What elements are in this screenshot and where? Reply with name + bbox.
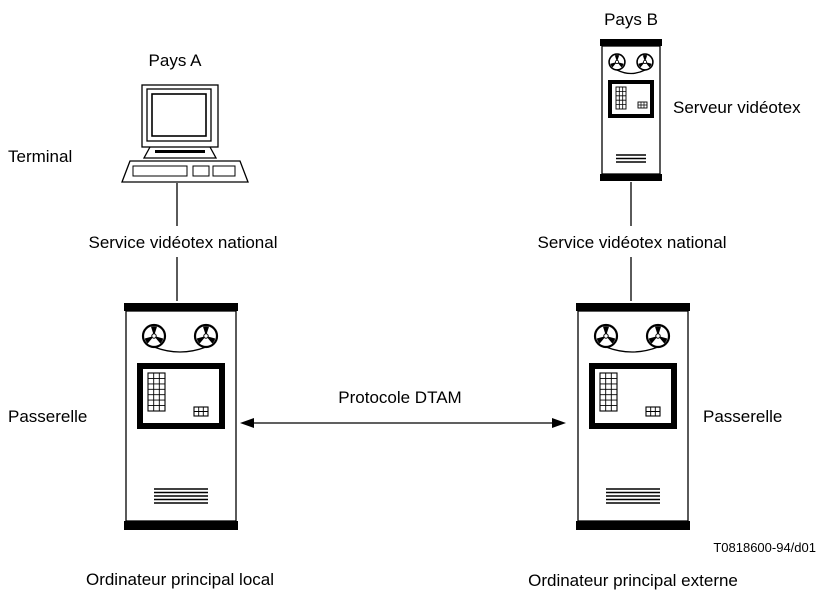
gateway-mainframe-icon xyxy=(124,303,238,530)
service-videotex-national-left: Service vidéotex national xyxy=(88,233,277,252)
dtam-protocol-arrow xyxy=(240,418,566,428)
videotex-server-icon xyxy=(600,39,662,181)
protocole-dtam-label: Protocole DTAM xyxy=(338,388,461,407)
passerelle-left-label: Passerelle xyxy=(8,407,87,426)
pays-b-label: Pays B xyxy=(604,10,658,29)
serveur-videotex-label: Serveur vidéotex xyxy=(673,98,801,117)
figure-id-label: T0818600-94/d01 xyxy=(713,540,816,555)
gateway-mainframe-icon xyxy=(576,303,690,530)
ordinateur-principal-local-label: Ordinateur principal local xyxy=(86,570,274,589)
pays-a-label: Pays A xyxy=(149,51,203,70)
computer-terminal-icon xyxy=(121,84,249,183)
service-videotex-national-right: Service vidéotex national xyxy=(537,233,726,252)
terminal-label: Terminal xyxy=(8,147,72,166)
ordinateur-principal-externe-label: Ordinateur principal externe xyxy=(528,571,738,590)
passerelle-right-label: Passerelle xyxy=(703,407,782,426)
